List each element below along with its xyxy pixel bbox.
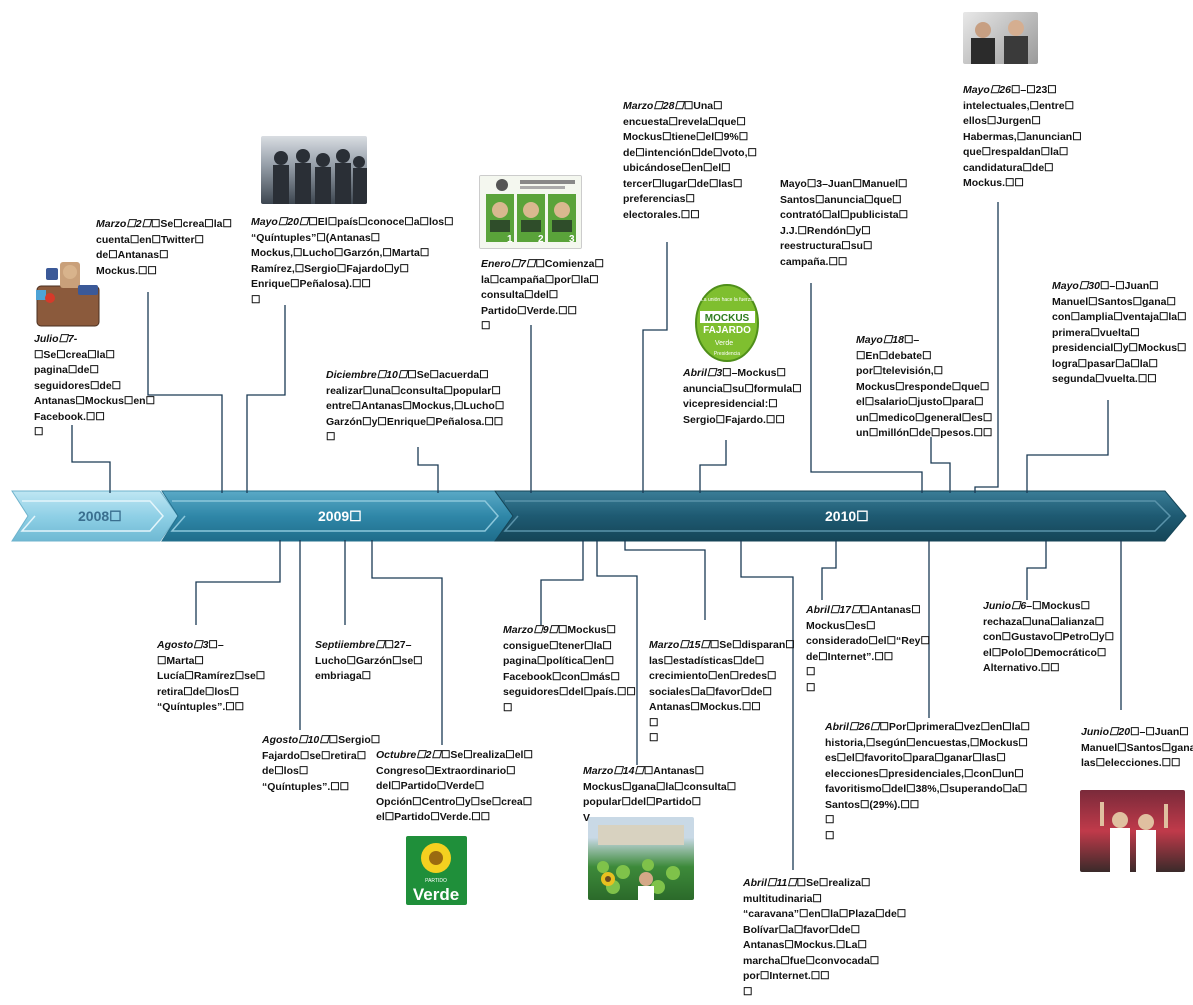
logo-arc-text: La unión hace la fuerza	[701, 297, 753, 303]
ballot-number-2: 2	[538, 234, 544, 245]
event-date: Junio☐20	[1081, 726, 1131, 738]
event-text: ☐Se☐crea☐la☐ cuenta☐en☐Twitter☐ de☐Antan…	[96, 218, 232, 277]
event-text: ☐–☐En☐debate☐ por☐televisión,☐ Mockus☐re…	[856, 334, 993, 439]
event-marzo-28: Marzo☐28☐☐Una☐ encuesta☐revela☐que☐ Mock…	[623, 99, 757, 223]
event-date: Marzo☐9☐	[503, 624, 559, 636]
year-2009-label: 2009☐	[318, 508, 362, 524]
event-text: ☐–☐Juan☐ Manuel☐Santos☐gana☐ las☐eleccio…	[1081, 726, 1193, 769]
event-text: ☐Comienza☐ la☐campaña☐por☐la☐ consulta☐d…	[481, 258, 604, 332]
event-abril-3: Abril☐3☐–Mockus☐ anuncia☐su☐formula☐ vic…	[683, 366, 802, 428]
event-date: Diciembre☐10☐	[326, 369, 408, 381]
event-date: Agosto☐10☐	[262, 734, 329, 746]
event-text: ☐Sergio☐ Fajardo☐se☐retira☐ de☐los☐ “Quí…	[262, 734, 381, 793]
event-abril-26: Abril☐26☐☐Por☐primera☐vez☐en☐la☐ histori…	[825, 720, 1030, 844]
event-abril-11: Abril☐11☐☐Se☐realiza☐ multitudinaria☐ “c…	[743, 876, 906, 1000]
event-text: ☐Se☐realiza☐ multitudinaria☐ “caravana”☐…	[743, 877, 907, 998]
arrow-2010	[494, 490, 1187, 542]
event-date: Mayo☐26	[963, 84, 1011, 96]
event-marzo-14: Marzo☐14☐☐Antanas☐ Mockus☐gana☐la☐consul…	[583, 764, 736, 826]
event-date: Agosto☐3	[157, 639, 209, 651]
event-septiembre-27: Septiiembre☐☐27– Lucho☐Garzón☐se☐ embria…	[315, 638, 430, 685]
event-date: Junio☐6	[983, 600, 1027, 612]
event-text: ☐Mockus☐ consigue☐tener☐la☐ pagina☐polít…	[503, 624, 636, 714]
event-text: ☐Se☐crea☐la☐ pagina☐de☐ seguidores☐de☐ A…	[34, 348, 156, 439]
event-date: Octubre☐2☐	[376, 749, 441, 761]
arrow-2010-inner	[503, 500, 1172, 532]
arrow-2008-inner	[20, 500, 164, 532]
event-text: ☐Se☐realiza☐el☐ Congreso☐Extraordinario☐…	[376, 749, 533, 823]
event-text: –☐Mockus☐ rechaza☐una☐alianza☐ con☐Gusta…	[983, 600, 1115, 674]
event-enero-7: Enero☐7☐☐Comienza☐ la☐campaña☐por☐la☐ co…	[481, 257, 604, 335]
event-date: Mayo☐30	[1052, 280, 1100, 292]
event-date: Mayo☐20☐	[251, 216, 309, 228]
event-abril-17: Abril☐17☐☐Antanas☐ Mockus☐es☐ considerad…	[806, 603, 930, 696]
plaza-bolivar-photo	[588, 817, 694, 900]
event-text: ☐–☐Marta☐ Lucía☐Ramírez☐se☐ retira☐de☐lo…	[157, 639, 266, 713]
event-text: ☐Se☐disparan☐ las☐estadísticas☐de☐ creci…	[649, 639, 795, 744]
logo-verde-text: Verde	[715, 340, 733, 347]
event-julio-7: Julio☐7- ☐Se☐crea☐la☐ pagina☐de☐ seguidor…	[34, 332, 155, 441]
event-mayo-18: Mayo☐18☐–☐En☐debate☐ por☐televisión,☐ Mo…	[856, 333, 992, 442]
event-agosto-10: Agosto☐10☐☐Sergio☐ Fajardo☐se☐retira☐ de…	[262, 733, 380, 795]
event-mayo-26: Mayo☐26☐–☐23☐ intelectuales,☐entre☐ ello…	[963, 83, 1083, 192]
event-junio-6: Junio☐6–☐Mockus☐ rechaza☐una☐alianza☐ co…	[983, 599, 1114, 677]
arrow-2008	[11, 490, 179, 542]
event-date: Marzo☐28☐	[623, 100, 684, 112]
event-date: Abril☐11☐	[743, 877, 797, 889]
event-mayo-30: Mayo☐30☐–☐Juan☐ Manuel☐Santos☐gana☐ con☐…	[1052, 279, 1187, 388]
event-marzo-15: Marzo☐15☐☐Se☐disparan☐ las☐estadísticas☐…	[649, 638, 795, 747]
ballot-number-3: 3	[569, 234, 575, 245]
logo-presidencia-text: Presidencia	[714, 351, 740, 357]
ballot-number-1: 1	[507, 234, 513, 245]
event-date: Abril☐17☐	[806, 604, 861, 616]
event-date: Julio☐7-	[34, 333, 78, 345]
event-date: Marzo☐2☐	[96, 218, 152, 230]
quintuples-photo	[261, 136, 367, 204]
logo-verde-word: Verde	[413, 885, 459, 904]
event-text: ☐El☐país☐conoce☐a☐los☐ “Quíntuples”☐(Ant…	[251, 216, 454, 306]
event-marzo-9: Marzo☐9☐☐Mockus☐ consigue☐tener☐la☐ pagi…	[503, 623, 636, 716]
event-text: ☐Por☐primera☐vez☐en☐la☐ historia,☐según☐…	[825, 721, 1030, 842]
event-text: Mayo☐3–Juan☐Manuel☐ Santos☐anuncia☐que☐ …	[780, 178, 909, 268]
santos-victory-photo	[1080, 790, 1185, 872]
mockus-fajardo-logo: La unión hace la fuerza MOCKUS FAJARDO V…	[694, 283, 761, 365]
event-text: ☐–☐23☐ intelectuales,☐entre☐ ellos☐Jurge…	[963, 84, 1082, 189]
event-marzo-2: Marzo☐2☐☐Se☐crea☐la☐ cuenta☐en☐Twitter☐ …	[96, 217, 232, 279]
event-mayo-20: Mayo☐20☐☐El☐país☐conoce☐a☐los☐ “Quíntupl…	[251, 215, 454, 308]
event-date: Enero☐7☐	[481, 258, 536, 270]
event-mayo-3: Mayo☐3–Juan☐Manuel☐ Santos☐anuncia☐que☐ …	[780, 177, 915, 270]
social-media-icon	[36, 262, 100, 327]
arrow-2009-inner	[170, 500, 499, 532]
group-people-image	[273, 149, 367, 204]
partido-verde-logo: PARTIDO Verde	[406, 836, 467, 905]
event-date: Septiiembre☐	[315, 639, 385, 651]
year-2010-label: 2010☐	[825, 508, 869, 524]
event-date: Abril☐3	[683, 367, 723, 379]
event-text: ☐Antanas☐ Mockus☐es☐ considerado☐el☐“Rey…	[806, 604, 930, 694]
event-date: Mayo☐18	[856, 334, 904, 346]
event-junio-20: Junio☐20☐–☐Juan☐ Manuel☐Santos☐gana☐ las…	[1081, 725, 1193, 772]
event-agosto-3: Agosto☐3☐–☐Marta☐ Lucía☐Ramírez☐se☐ reti…	[157, 638, 267, 716]
event-text: ☐Una☐ encuesta☐revela☐que☐ Mockus☐tiene☐…	[623, 100, 757, 221]
event-date: Marzo☐14☐	[583, 765, 644, 777]
ballot-image: 1 2 3	[479, 175, 582, 249]
logo-mockus-text: MOCKUS	[705, 313, 750, 324]
event-text: ☐27– Lucho☐Garzón☐se☐ embriaga☐	[315, 639, 423, 682]
event-date: Marzo☐15☐	[649, 639, 710, 651]
event-date: Abril☐26☐	[825, 721, 880, 733]
logo-partido-text: PARTIDO	[425, 878, 447, 884]
intellectuals-photo	[963, 12, 1038, 64]
event-text: ☐Se☐acuerda☐ realizar☐una☐consulta☐popul…	[326, 369, 505, 443]
event-octubre-2: Octubre☐2☐☐Se☐realiza☐el☐ Congreso☐Extra…	[376, 748, 533, 826]
event-text: ☐–☐Juan☐ Manuel☐Santos☐gana☐ con☐amplia☐…	[1052, 280, 1187, 385]
event-text: ☐Antanas☐ Mockus☐gana☐la☐consulta☐ popul…	[583, 765, 737, 824]
event-diciembre-10: Diciembre☐10☐☐Se☐acuerda☐ realizar☐una☐c…	[326, 368, 504, 446]
year-2008-label: 2008☐	[78, 508, 122, 524]
logo-fajardo-text: FAJARDO	[703, 325, 751, 336]
event-text: ☐–Mockus☐ anuncia☐su☐formula☐ vicepresid…	[683, 367, 802, 426]
